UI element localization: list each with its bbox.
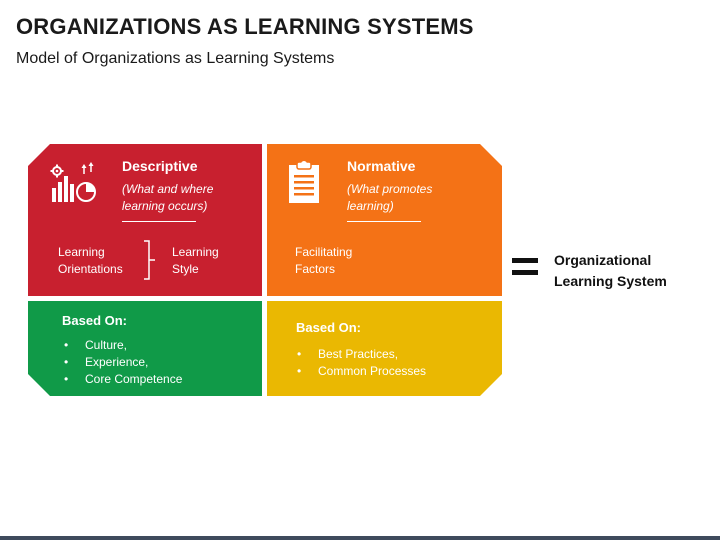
list-item: Experience, [58,354,182,371]
learning-systems-matrix: Descriptive (What and where learning occ… [28,144,502,396]
list-item: Core Competence [58,371,182,388]
based-on-practices-quadrant: Based On: Best Practices, Common Process… [267,301,502,396]
normative-subtitle: (What promotes learning) [347,182,433,213]
equals-sign [512,256,538,278]
footer-bar [0,536,720,540]
learning-orientations-label: Learning Orientations [58,245,123,276]
normative-heading: Normative [347,158,416,174]
descriptive-quadrant: Descriptive (What and where learning occ… [28,144,262,296]
page-subtitle: Model of Organizations as Learning Syste… [16,50,335,67]
based-on-right-heading: Based On: [296,320,362,335]
facilitating-factors-label: Facilitating Factors [295,245,353,276]
based-on-left-heading: Based On: [62,313,128,328]
result-line-1: Organizational [554,252,652,268]
list-item: Best Practices, [291,346,426,363]
learning-style-label: Learning Style [172,245,219,276]
list-item: Culture, [58,337,182,354]
result-label: Organizational Learning System [554,250,667,292]
descriptive-divider [122,221,196,222]
normative-quadrant: Normative (What promotes learning) Facil… [267,144,502,296]
based-on-right-list: Best Practices, Common Processes [291,346,426,380]
based-on-left-list: Culture, Experience, Core Competence [58,337,182,388]
descriptive-heading: Descriptive [122,158,198,174]
result-line-2: Learning System [554,273,667,289]
clipboard-icon [289,161,319,203]
based-on-culture-quadrant: Based On: Culture, Experience, Core Comp… [28,301,262,396]
descriptive-subtitle: (What and where learning occurs) [122,182,214,213]
normative-divider [347,221,421,222]
list-item: Common Processes [291,363,426,380]
bracket-icon [144,240,155,280]
chart-growth-icon [50,162,96,202]
page-title: ORGANIZATIONS AS LEARNING SYSTEMS [16,14,474,39]
